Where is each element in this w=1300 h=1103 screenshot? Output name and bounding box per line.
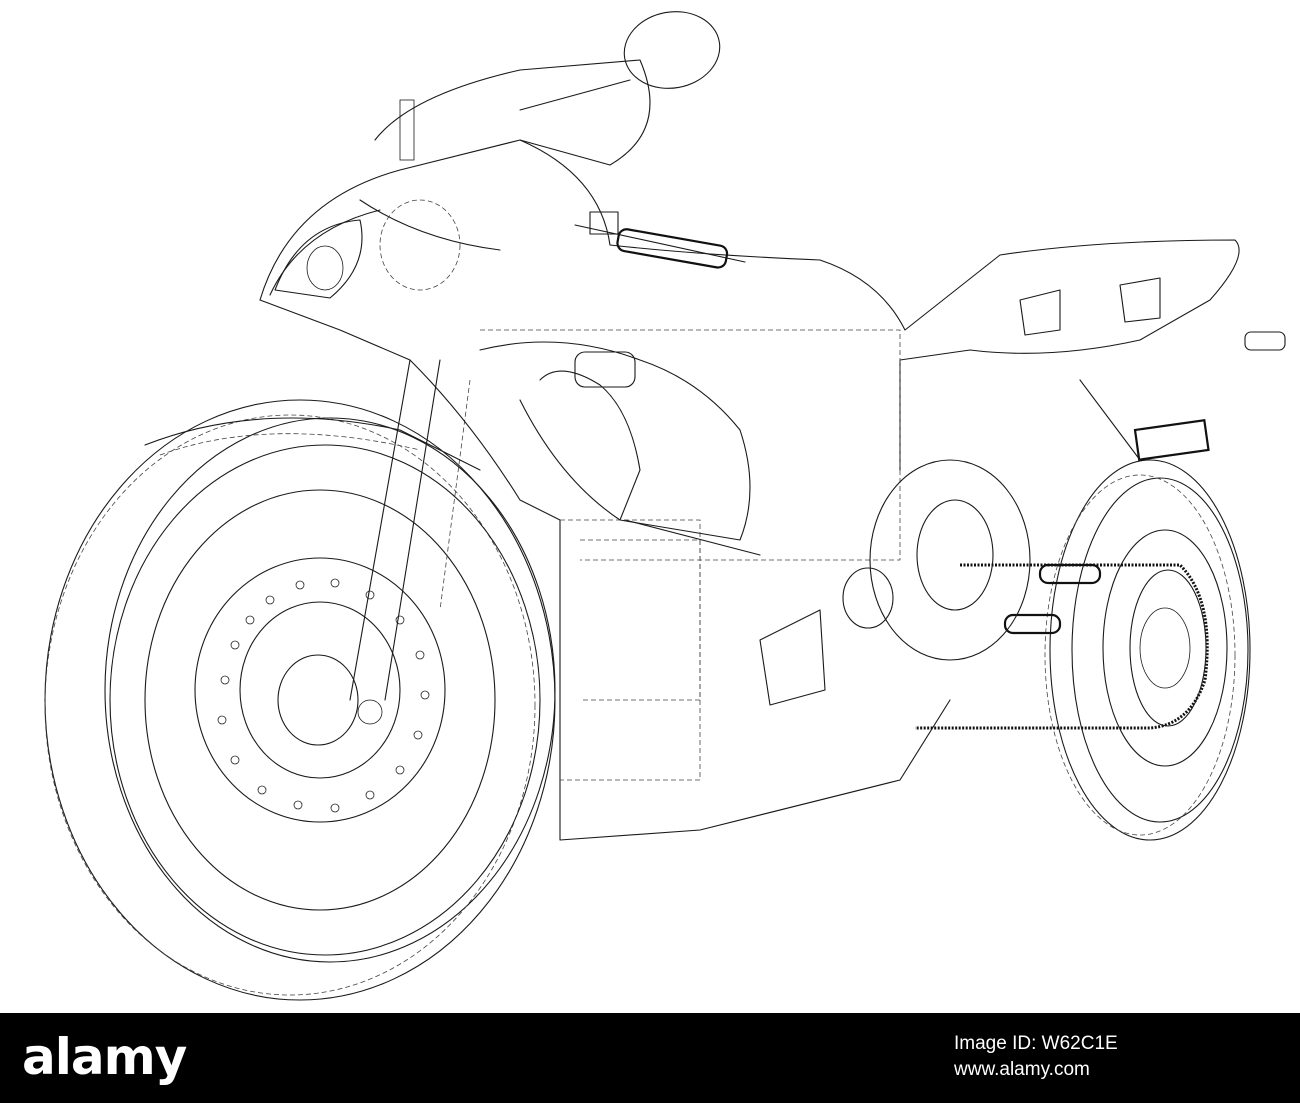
image-id-value: W62C1E <box>1041 1033 1118 1054</box>
windscreen-mirror <box>374 11 721 166</box>
body-fairing <box>259 139 1240 841</box>
front-wheel <box>44 399 556 1001</box>
image-id-row: Image ID: W62C1E <box>954 1031 1274 1057</box>
watermark-footer-bar: alamy Image ID: W62C1E www.alamy.com <box>0 1013 1300 1103</box>
rear-wheel <box>1044 459 1251 841</box>
image-meta: Image ID: W62C1E www.alamy.com <box>954 1031 1274 1083</box>
tail-section <box>1019 277 1286 461</box>
image-id-label: Image ID: <box>954 1033 1042 1054</box>
rear-shock <box>1003 563 1102 635</box>
brand-logo: alamy <box>22 1028 187 1086</box>
site-url: www.alamy.com <box>954 1059 1090 1080</box>
drive-chain <box>915 563 1209 730</box>
headlights <box>274 199 461 299</box>
brake-disc <box>194 557 446 823</box>
front-fork <box>349 359 471 701</box>
wireframe-motorcycle-illustration <box>44 11 1286 1001</box>
engine <box>574 351 1031 701</box>
front-fender <box>144 417 481 471</box>
motorcycle-drawing <box>44 11 1286 1001</box>
handlebar <box>574 211 746 269</box>
